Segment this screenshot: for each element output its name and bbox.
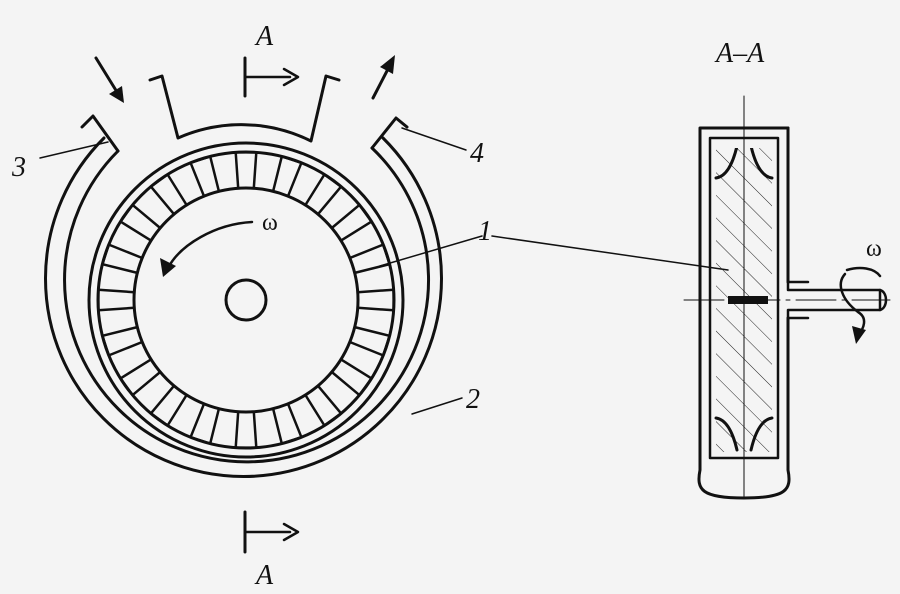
label-1: 1 xyxy=(478,216,492,247)
impeller-hub-ring xyxy=(132,186,360,414)
labels: A A A–A 3 4 2 1 ω ω xyxy=(11,21,882,591)
impeller-vane xyxy=(304,384,343,427)
impeller-vane xyxy=(149,384,188,427)
outflow-arrow-head xyxy=(380,55,395,74)
impeller-vane xyxy=(271,155,303,198)
section-vane-top-right xyxy=(749,144,774,180)
impeller-vane xyxy=(348,325,391,357)
impeller-vane xyxy=(119,203,162,242)
label-2: 2 xyxy=(466,384,480,415)
impeller-outer-rim xyxy=(87,141,405,459)
impeller-vane xyxy=(356,288,395,312)
section-mark-bottom-label: A xyxy=(254,560,274,591)
leader-4 xyxy=(401,127,467,151)
section-vane-bottom-left xyxy=(714,416,739,452)
omega-front: ω xyxy=(262,210,278,236)
label-4: 4 xyxy=(470,138,484,169)
section-rotation-arrow-head xyxy=(852,326,866,344)
section-view xyxy=(683,95,891,500)
section-title: A–A xyxy=(714,38,765,69)
separator-block xyxy=(148,74,341,143)
housing-inner-wall xyxy=(63,146,431,464)
impeller-inner-ring xyxy=(96,150,396,450)
section-vane-top-left xyxy=(714,144,739,180)
impeller-vane xyxy=(330,203,373,242)
impeller-vane xyxy=(304,173,343,216)
section-mark-top-label: A xyxy=(254,21,274,52)
section-mark-top-arrow-head xyxy=(282,67,300,87)
impeller-vane xyxy=(271,402,303,445)
impeller-slots xyxy=(97,151,395,449)
rotation-arrow-head xyxy=(160,258,176,277)
leader-1 xyxy=(379,235,483,267)
impeller-vane xyxy=(119,358,162,397)
impeller-vane xyxy=(234,410,258,449)
impeller-vane xyxy=(189,402,221,445)
front-view xyxy=(39,55,729,554)
omega-side: ω xyxy=(866,236,882,262)
impeller-vane xyxy=(101,325,144,357)
section-vane-bottom-right xyxy=(749,416,774,452)
inflow-arrow-head xyxy=(109,86,124,103)
section-mark-bottom-arrow-head xyxy=(282,522,300,542)
impeller-vane xyxy=(234,151,258,190)
label-3: 3 xyxy=(11,152,26,183)
housing-outer-wall xyxy=(44,136,443,479)
impeller-vane xyxy=(149,173,188,216)
leader-3 xyxy=(39,141,109,159)
inlet-port xyxy=(80,114,120,153)
impeller-vane xyxy=(97,288,136,312)
impeller-vane xyxy=(189,155,221,198)
impeller-vane xyxy=(330,358,373,397)
outlet-port xyxy=(370,116,409,150)
rotation-arrow xyxy=(166,220,254,270)
section-rotation-arrow xyxy=(839,272,866,338)
outflow-arrow xyxy=(371,67,390,100)
impeller-vane xyxy=(348,243,391,275)
leader-1-side xyxy=(491,235,729,271)
impeller-vane xyxy=(101,243,144,275)
section-rotation-arrow-back xyxy=(845,266,882,278)
shaft-bore xyxy=(224,278,268,322)
inflow-arrow xyxy=(94,56,119,94)
section-housing-inner xyxy=(708,136,780,460)
section-shaft-collar xyxy=(786,280,810,320)
leader-2 xyxy=(411,397,463,415)
